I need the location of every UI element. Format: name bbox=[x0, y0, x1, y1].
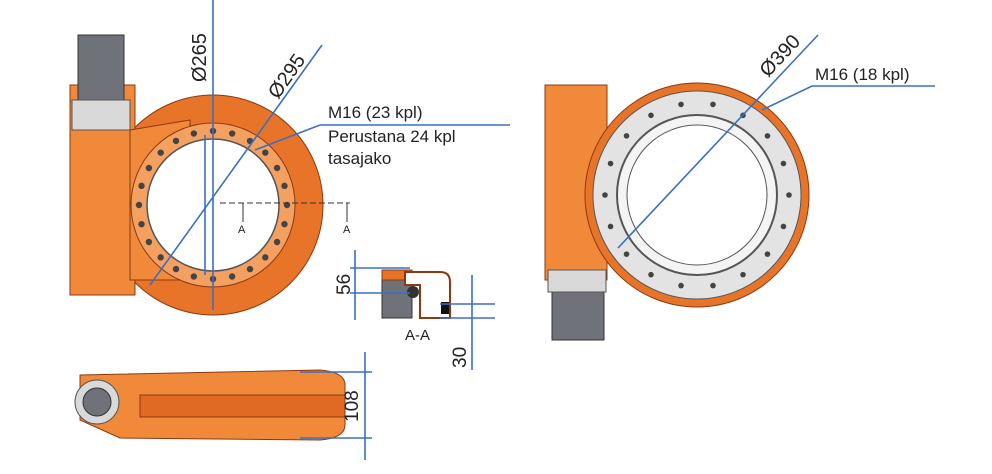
bolt-hole bbox=[262, 149, 269, 156]
bolt-hole bbox=[648, 112, 654, 119]
dim-56: 56 bbox=[334, 274, 355, 295]
dim-30: 30 bbox=[450, 347, 471, 368]
base-spec: Perustana 24 kpl bbox=[328, 127, 456, 146]
bolt-hole bbox=[678, 101, 684, 108]
bolt-hole bbox=[780, 223, 787, 230]
bolt-hole bbox=[281, 220, 288, 228]
bolt-hole bbox=[648, 271, 654, 278]
dim-d295: Ø295 bbox=[264, 50, 310, 103]
dim-line-d295 bbox=[149, 44, 323, 286]
mounting-holes bbox=[135, 127, 291, 283]
motor-flange bbox=[71, 99, 131, 131]
bolt-hole bbox=[623, 251, 630, 257]
bolt-hole bbox=[764, 251, 771, 257]
bolt-hole bbox=[623, 133, 630, 139]
bolt-hole bbox=[786, 192, 792, 198]
bolt-hole bbox=[228, 273, 236, 280]
bolt-hole bbox=[145, 238, 153, 246]
bolt-hole bbox=[157, 254, 164, 261]
bolt-hole bbox=[228, 130, 236, 137]
bolt-hole bbox=[172, 137, 180, 145]
bolt-hole bbox=[710, 101, 716, 108]
motor-end bbox=[82, 387, 112, 417]
bolt-hole bbox=[190, 273, 198, 280]
bolt-hole bbox=[138, 182, 145, 190]
dimension-lines-left bbox=[149, 0, 510, 310]
section-aa-label: A-A bbox=[405, 327, 430, 344]
bolt-hole bbox=[710, 282, 716, 289]
base-spec-division: tasajako bbox=[328, 149, 391, 168]
leader-line-right bbox=[761, 85, 935, 111]
bolt-hole bbox=[273, 238, 281, 246]
section-outer-ring bbox=[404, 271, 451, 319]
bolt-hole bbox=[273, 164, 281, 172]
right-bottom-view bbox=[544, 34, 935, 341]
motor bbox=[77, 34, 125, 106]
bolt-hole bbox=[281, 182, 288, 190]
dim-d265: Ø265 bbox=[189, 33, 211, 82]
bolt-hole bbox=[607, 160, 614, 167]
bolt-hole bbox=[602, 192, 608, 198]
bolt-hole bbox=[138, 220, 145, 228]
bolt-hole bbox=[157, 149, 164, 156]
bolt-label-left: M16 (23 kpl) bbox=[328, 103, 422, 122]
bolt-hole bbox=[246, 265, 254, 273]
section-mark-a-right: A bbox=[343, 224, 351, 236]
bolt-hole bbox=[740, 271, 746, 278]
bolt-hole bbox=[764, 133, 771, 139]
bolt-hole bbox=[780, 160, 787, 167]
right-bore bbox=[626, 124, 768, 266]
bolt-hole bbox=[145, 164, 153, 172]
section-aa bbox=[350, 250, 495, 370]
dim-line-d390 bbox=[617, 34, 819, 249]
dim-108: 108 bbox=[342, 390, 363, 422]
side-ring bbox=[139, 394, 346, 418]
bolt-hole bbox=[607, 223, 614, 230]
mounting-holes-right bbox=[602, 101, 792, 289]
bolt-hole bbox=[172, 265, 180, 273]
right-motor-flange bbox=[547, 269, 607, 293]
bolt-hole bbox=[262, 254, 269, 261]
bearing-ball bbox=[407, 286, 419, 298]
bolt-label-right: M16 (18 kpl) bbox=[815, 65, 909, 84]
side-view bbox=[74, 352, 372, 460]
bolt-hole bbox=[135, 201, 143, 209]
bolt-hole bbox=[190, 130, 198, 137]
seal bbox=[441, 302, 449, 314]
section-mark-a-left: A bbox=[238, 224, 246, 236]
leader-line-left bbox=[254, 124, 510, 151]
bolt-hole bbox=[678, 282, 684, 289]
